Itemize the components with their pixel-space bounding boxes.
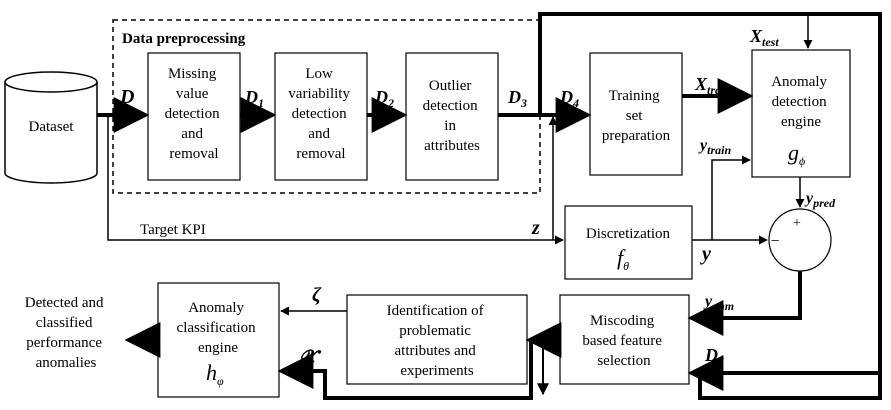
dataset-label: Dataset xyxy=(29,119,75,135)
label-D3: D3 xyxy=(507,87,527,110)
label-target-kpi: Target KPI xyxy=(140,222,206,238)
outlier-box xyxy=(405,52,499,181)
label-D3-bottom: D3 xyxy=(704,345,724,368)
identification-box-text: Identification of problematic attributes… xyxy=(387,303,488,379)
minus-sign: − xyxy=(770,233,779,250)
label-D1: D1 xyxy=(244,87,264,110)
anomaly-classification-box xyxy=(157,282,280,398)
label-Xtest: Xtest xyxy=(749,26,779,49)
identification-box xyxy=(346,294,528,385)
label-D: D xyxy=(119,86,134,108)
d3-loop-line xyxy=(538,12,882,400)
label-ytrain: ytrain xyxy=(698,137,731,157)
preprocessing-title: Data preprocessing xyxy=(122,31,246,47)
missing-box-text: Missing value detection and removal xyxy=(165,66,224,162)
detection-box-text: Anomaly detection engine xyxy=(771,74,831,130)
discretization-box xyxy=(564,205,693,280)
anomaly-detection-box xyxy=(751,49,851,178)
training-box-text: Training set preparation xyxy=(602,88,671,144)
label-D4: D4 xyxy=(559,87,579,110)
plus-sign: + xyxy=(793,216,801,231)
label-D2: D2 xyxy=(374,87,394,110)
label-zeta: ζ xyxy=(312,284,322,306)
chi-line xyxy=(277,340,533,400)
lowvar-box-text: Low variability detection and removal xyxy=(288,66,353,162)
classification-box-text: Anomaly classification engine xyxy=(177,300,260,356)
label-yanm: yanm xyxy=(703,293,734,313)
target-kpi-line xyxy=(107,115,564,245)
dataset-cylinder xyxy=(4,71,98,184)
f-theta-symbol: fθ xyxy=(617,245,629,273)
g-phi-symbol: gϕ xyxy=(788,140,805,168)
label-y: y xyxy=(700,243,711,265)
h-varphi-symbol: hφ xyxy=(206,360,224,388)
label-Xtrain: Xtrain xyxy=(694,74,731,97)
yanm-line xyxy=(687,271,802,336)
outlier-box-text: Outlier detection in attributes xyxy=(423,78,482,154)
output-label: Detected and classified performance anom… xyxy=(25,295,107,371)
label-chi: 𝓧 xyxy=(297,347,322,369)
miscoding-box xyxy=(559,294,690,385)
label-z: z xyxy=(531,217,540,239)
arrow-ytrain xyxy=(711,155,751,240)
discretization-box-text: Discretization xyxy=(586,226,671,242)
missing-value-box xyxy=(147,52,241,181)
miscoding-box-text: Miscoding based feature selection xyxy=(582,313,665,369)
label-ypred: ypred xyxy=(804,190,836,210)
